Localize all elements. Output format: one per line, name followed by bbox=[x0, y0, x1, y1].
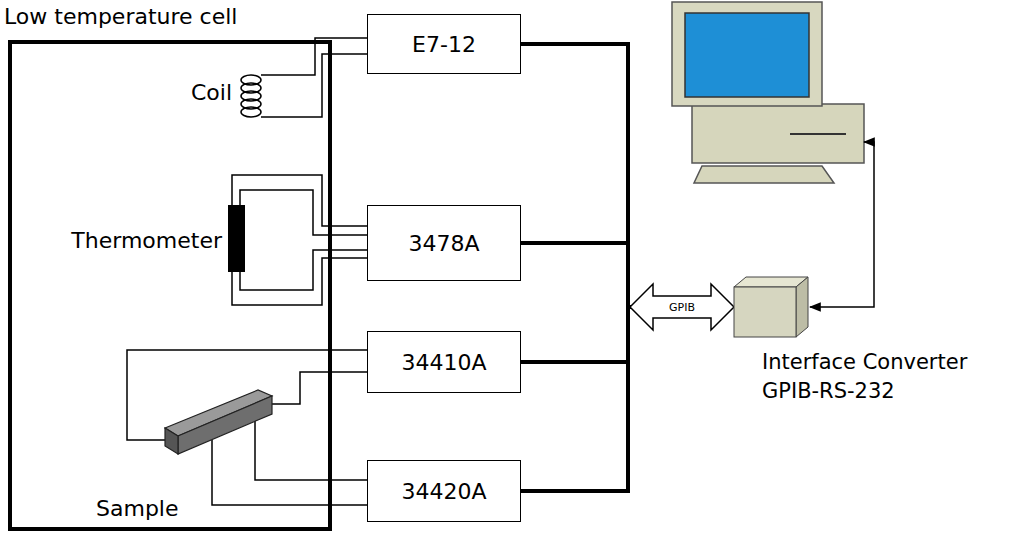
rs232-link bbox=[810, 142, 874, 307]
drawing-part bbox=[685, 13, 809, 97]
cryostat-cell: Low temperature cell bbox=[8, 40, 332, 531]
bus-label: GPIB bbox=[667, 301, 697, 314]
gpib-cable bbox=[521, 307, 733, 491]
cell-heading: Low temperature cell bbox=[4, 4, 237, 29]
coil-label: Coil bbox=[191, 80, 232, 105]
cube-front bbox=[734, 287, 796, 337]
thermometer-wires bbox=[232, 175, 367, 305]
gpib-cable bbox=[521, 44, 733, 307]
sample-bar bbox=[165, 390, 272, 454]
thermometer-resistor bbox=[228, 205, 245, 272]
drawing-part bbox=[255, 412, 367, 480]
drawing-part bbox=[232, 175, 367, 226]
cube-top bbox=[734, 277, 808, 287]
cube-side bbox=[796, 277, 808, 337]
sample-label: Sample bbox=[96, 496, 179, 521]
instrument-name: 34410A bbox=[401, 350, 486, 375]
thermometer-label: Thermometer bbox=[71, 228, 222, 253]
drawing-part bbox=[268, 372, 367, 404]
drawing-part bbox=[790, 133, 846, 135]
gpib-double-arrow bbox=[630, 284, 734, 330]
instrument-name: 34420A bbox=[401, 479, 486, 504]
multimeter-box: 3478A bbox=[367, 205, 521, 281]
drawing-part bbox=[261, 54, 367, 117]
drawing-part bbox=[694, 166, 834, 183]
nanovoltmeter-box: 34420A bbox=[367, 460, 521, 522]
drawing-part bbox=[692, 104, 864, 163]
coil-symbol bbox=[241, 38, 367, 117]
drawing-part bbox=[165, 428, 178, 454]
drawing-part bbox=[212, 440, 367, 505]
computer-illustration bbox=[672, 2, 864, 183]
instrument-name: 3478A bbox=[408, 231, 479, 256]
drawing-part bbox=[240, 250, 367, 290]
instrument-name: E7-12 bbox=[412, 32, 476, 57]
converter-label: Interface Converter GPIB-RS-232 bbox=[762, 348, 1002, 406]
current-source-box: E7-12 bbox=[367, 14, 521, 74]
converter-cube bbox=[733, 276, 809, 338]
drawing-part bbox=[241, 107, 261, 117]
drawing-part bbox=[672, 2, 822, 106]
multimeter-box: 34410A bbox=[367, 331, 521, 393]
drawing-part bbox=[232, 258, 367, 305]
drawing-part bbox=[240, 190, 367, 235]
drawing-part bbox=[178, 396, 272, 454]
interface-converter: Interface Converter GPIB-RS-232 bbox=[733, 276, 809, 338]
